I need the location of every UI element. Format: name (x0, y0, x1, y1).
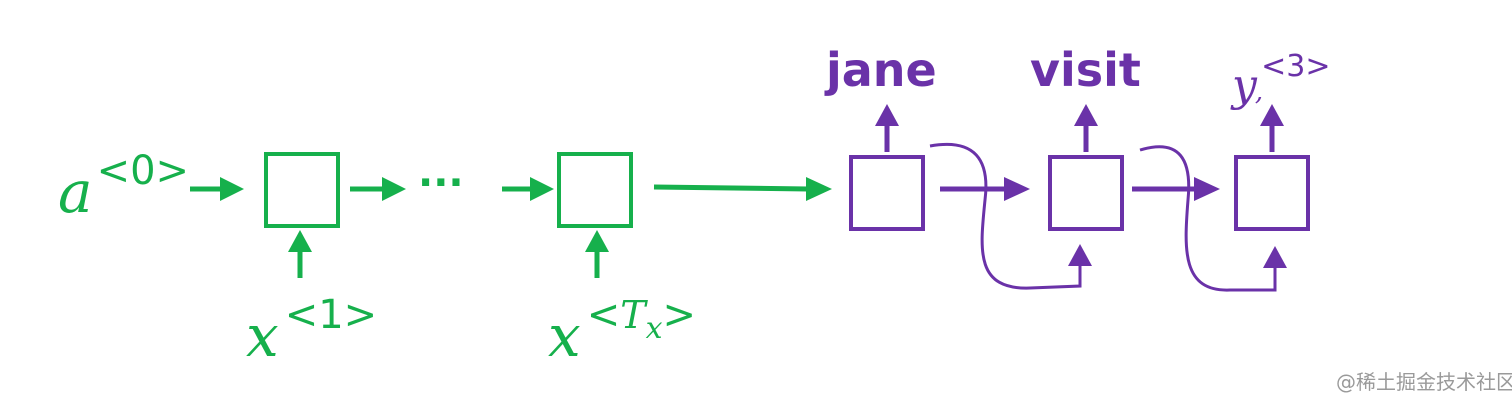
output-label-3: y,<3> (1230, 49, 1331, 111)
encoder: a<0> ··· x<1> x<Tx> (58, 148, 832, 370)
encoder-arrow-2 (502, 177, 554, 201)
feedback-curve-1 (929, 143, 1092, 290)
output-arrow-2 (1074, 104, 1098, 152)
feedback-curve-2 (1139, 145, 1287, 292)
input-arrow-last (585, 230, 609, 278)
watermark: @稀土掘金技术社区 (1336, 370, 1512, 394)
decoder-cell-2 (1048, 155, 1124, 231)
initial-state-arrow (190, 177, 244, 201)
output-arrow-3 (1260, 104, 1284, 152)
encoder-cell-1 (264, 152, 340, 228)
input-label-1: x<1> (246, 292, 377, 370)
input-arrow-1 (288, 230, 312, 278)
output-label-2: visit (1030, 43, 1141, 97)
decoder-state-arrow-2 (1132, 177, 1220, 201)
output-label-1: jane (824, 43, 937, 97)
output-arrow-1 (875, 104, 899, 152)
ellipsis: ··· (418, 160, 464, 206)
decoder-cell-1 (849, 155, 925, 231)
input-label-last: x<Tx> (548, 292, 696, 370)
context-arrow (653, 177, 832, 201)
decoder-state-arrow-1 (940, 177, 1030, 201)
encoder-arrow-1 (350, 177, 406, 201)
decoder-cell-3 (1234, 155, 1310, 231)
encoder-cell-last (557, 152, 633, 228)
decoder: jane visit y,<3> (824, 43, 1331, 292)
initial-state-label: a<0> (58, 148, 189, 226)
